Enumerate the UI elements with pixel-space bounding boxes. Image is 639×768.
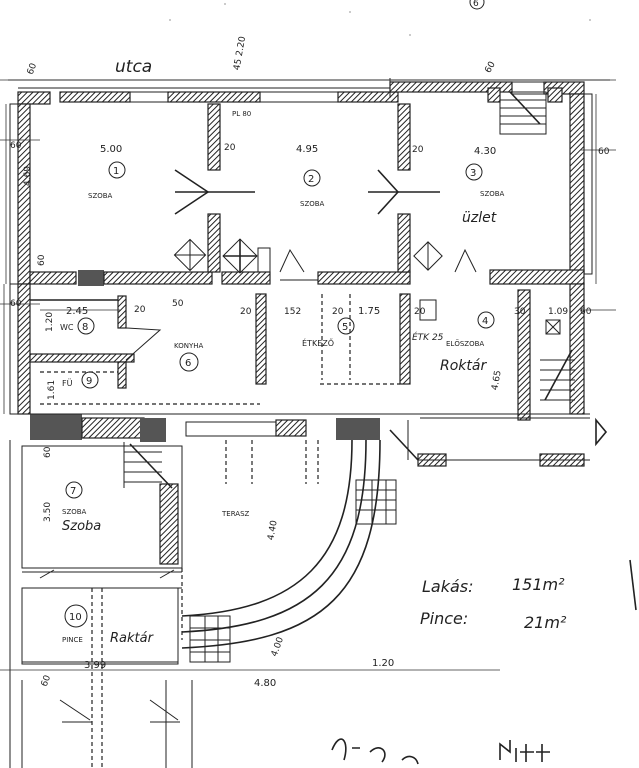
dim-bottom-60: 60 bbox=[40, 674, 53, 688]
room-4-number: 4 bbox=[482, 316, 488, 327]
room-7-sub: Szoba bbox=[62, 519, 101, 534]
scan-noise bbox=[169, 3, 591, 36]
dim-left-469: 4.69 bbox=[23, 166, 33, 186]
street-label: utca bbox=[115, 57, 152, 77]
room-9-text: FÜ bbox=[62, 378, 73, 388]
room-1-number: 1 bbox=[113, 166, 119, 177]
signature bbox=[331, 559, 637, 765]
hall-stair bbox=[540, 349, 575, 401]
room-10-number: 10 bbox=[69, 612, 82, 623]
dim-row2-20d: 20 bbox=[414, 307, 426, 317]
room-3-number: 3 bbox=[470, 168, 476, 179]
room-labels: 1 SZOBA 2 SZOBA PL 80 3 SZOBA üzlet 8 WC… bbox=[60, 110, 505, 646]
room-2-prefix: PL 80 bbox=[232, 110, 251, 118]
dim-left-bottom: 60 bbox=[37, 254, 47, 266]
room-2-name: SZOBA bbox=[300, 200, 325, 208]
dim-row2-20b: 20 bbox=[240, 307, 252, 317]
dim-row2-60b: 60 bbox=[580, 307, 592, 317]
dim-right-60: 60 bbox=[598, 147, 610, 157]
room-4-extra: Roktár bbox=[440, 358, 487, 374]
dim-left-top: 60 bbox=[10, 141, 22, 151]
dim-row2-60: 60 bbox=[10, 299, 22, 309]
top-right-stair bbox=[487, 87, 563, 135]
stove-symbols bbox=[173, 238, 443, 274]
svg-text:6: 6 bbox=[473, 0, 479, 9]
area-notes: Lakás: 151m² Pince: 21m² bbox=[420, 575, 567, 632]
dim-bottom-480: 4.80 bbox=[254, 678, 276, 689]
dim-row2-20c: 20 bbox=[332, 307, 344, 317]
dim-wall-b: 20 bbox=[412, 145, 424, 155]
room-5-number: 5 bbox=[342, 322, 348, 333]
dim-room2: 4.95 bbox=[296, 144, 318, 155]
etk-label: ÉTK 25 bbox=[412, 331, 444, 343]
room-10-prefix: PINCE bbox=[62, 636, 83, 644]
room-6-name: KONYHA bbox=[174, 342, 203, 350]
dim-row2-245: 2.45 bbox=[66, 306, 88, 317]
dim-row2-152: 152 bbox=[284, 307, 301, 317]
room-10-text: Raktár bbox=[110, 631, 155, 646]
dim-left-120: 1.20 bbox=[45, 312, 55, 332]
dim-left-161: 1.61 bbox=[47, 380, 57, 400]
street-label-group: utca bbox=[115, 57, 152, 77]
dim-left-60c: 60 bbox=[43, 446, 53, 458]
room-7-number: 7 bbox=[70, 486, 76, 497]
room-3-extra: üzlet bbox=[462, 210, 497, 226]
pince-value: 21m² bbox=[524, 613, 567, 632]
lakas-value: 151m² bbox=[512, 575, 565, 594]
lower-plan bbox=[9, 439, 397, 768]
dim-row2-50: 50 bbox=[172, 299, 184, 309]
dim-top-left: 60 bbox=[26, 62, 39, 76]
room-4-name: ELŐSZOBA bbox=[446, 339, 484, 348]
pince-label: Pince: bbox=[420, 609, 468, 628]
dim-row2-20a: 20 bbox=[134, 305, 146, 315]
dim-top-right: 60 bbox=[483, 60, 498, 75]
room-3-name: SZOBA bbox=[480, 190, 505, 198]
dimension-text: 60 45 2.20 60 60 4.69 60 5.00 4.95 4.30 … bbox=[10, 35, 610, 689]
room-8-text: WC bbox=[60, 323, 74, 332]
room-7-title: SZOBA bbox=[62, 508, 87, 516]
room-6-number: 6 bbox=[185, 358, 191, 369]
interior-walls-row1 bbox=[174, 103, 477, 281]
dim-row2-109: 1.09 bbox=[548, 307, 568, 317]
dim-bottom-399: 3.99 bbox=[84, 660, 106, 671]
dim-room1: 5.00 bbox=[100, 144, 122, 155]
terrace-label: TERASZ bbox=[221, 510, 250, 518]
room-1-name: SZOBA bbox=[88, 192, 113, 200]
dim-row2-30: 30 bbox=[514, 307, 526, 317]
dim-terrace-400: 4.00 bbox=[270, 636, 286, 659]
dim-right-465: 4.65 bbox=[490, 370, 503, 391]
lakas-label: Lakás: bbox=[422, 577, 474, 596]
row2-walls bbox=[9, 283, 608, 467]
dim-top-mid: 45 2.20 bbox=[232, 35, 248, 71]
dim-bottom-120: 1.20 bbox=[372, 658, 394, 669]
dim-room3: 4.30 bbox=[474, 146, 496, 157]
room-9-number: 9 bbox=[86, 376, 92, 387]
dimension-lines bbox=[0, 79, 616, 671]
room-8-number: 8 bbox=[82, 322, 88, 333]
dim-wall-a: 20 bbox=[224, 143, 236, 153]
dim-terrace-width: 4.40 bbox=[266, 519, 279, 541]
corner-mark: 6 bbox=[469, 0, 485, 10]
dim-row2-175: 1.75 bbox=[358, 306, 380, 317]
room-5-name: ÉTKEZŐ bbox=[302, 337, 334, 348]
room-2-number: 2 bbox=[308, 174, 314, 185]
dim-left-350: 3.50 bbox=[43, 502, 53, 522]
